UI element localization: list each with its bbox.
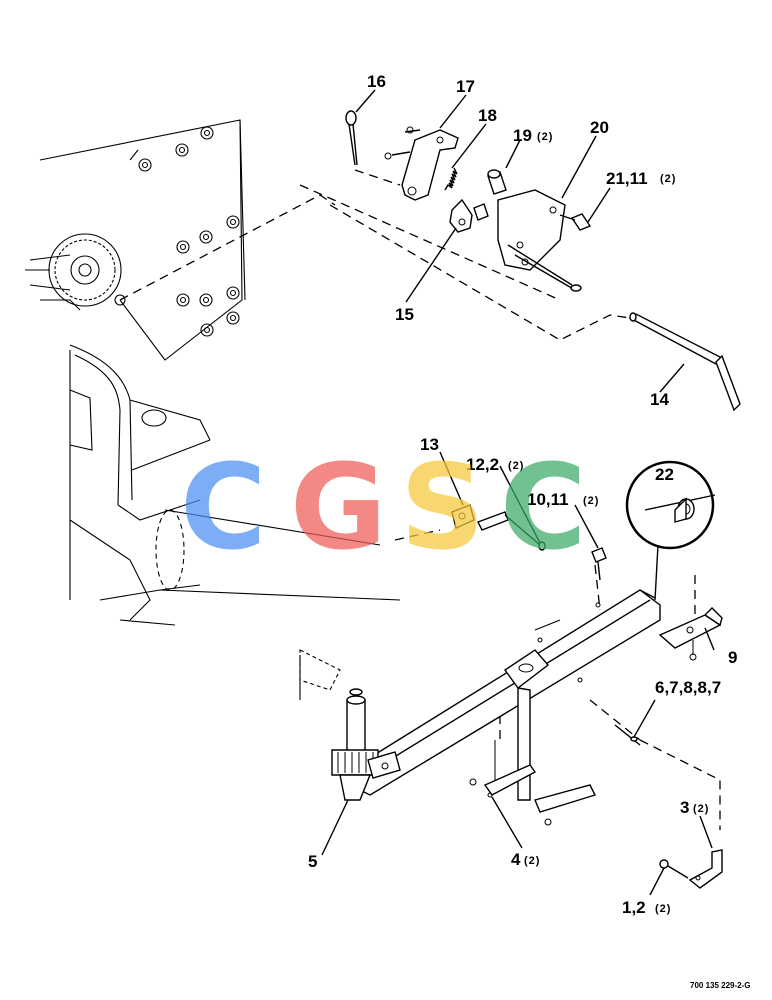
callout-12-2-qty: (2) (508, 460, 524, 472)
watermark-letter-c1: C (180, 438, 267, 576)
callout-12-2: 12,2 (466, 455, 499, 474)
callout-1-2-qty: (2) (655, 903, 671, 915)
callout-10-11: 10,11 (527, 490, 569, 509)
bracket-part-4 (469, 764, 596, 826)
callout-1-2: 1,2 (622, 898, 646, 917)
callout-13: 13 (420, 435, 439, 454)
watermark-letter-g: G (290, 438, 387, 576)
watermark-letter-s: S (400, 438, 485, 576)
bolt-part-10 (591, 547, 607, 581)
callout-3-qty: (2) (693, 803, 709, 815)
callout-21-11-qty: (2) (660, 173, 676, 185)
machine-frame-panel (39, 119, 246, 361)
callout-5: 5 (308, 852, 317, 871)
callout-10-11-qty: (2) (583, 495, 599, 507)
callout-labels: 16 17 18 19 (2) 20 21,11 (2) 15 14 13 12… (308, 72, 751, 990)
callout-18: 18 (478, 106, 497, 125)
callout-15: 15 (395, 305, 414, 324)
watermark-letter-c2: C (500, 438, 587, 576)
bolt-part-21 (559, 213, 592, 231)
mounting-plate-part-20 (497, 189, 582, 292)
pin-part-6 (614, 724, 641, 746)
arm-assembly-part-5 (331, 589, 661, 801)
callout-9: 9 (728, 648, 737, 667)
callout-16: 16 (367, 72, 386, 91)
pin-part-12 (477, 511, 546, 551)
callout-14: 14 (650, 390, 669, 409)
callout-20: 20 (590, 118, 609, 137)
bracket-part-3 (688, 849, 723, 889)
callout-6-7-8-8-7: 6,7,8,8,7 (655, 678, 721, 697)
callout-19-qty: (2) (537, 131, 553, 143)
spring-part-18 (444, 167, 458, 191)
bracket-part-9 (658, 607, 723, 661)
sprocket-gear (25, 233, 126, 311)
bolt-part-1 (659, 859, 689, 879)
callout-21-11: 21,11 (606, 169, 648, 188)
callout-3: 3 (680, 798, 689, 817)
rod-part-14 (628, 312, 741, 412)
plate-part-15 (449, 198, 473, 233)
detail-circle-part-22 (625, 460, 716, 601)
lever-bracket-part-17 (384, 126, 459, 201)
callout-22: 22 (655, 465, 674, 484)
figure-number: 700 135 229-2-G (690, 981, 751, 990)
callout-4: 4 (511, 850, 521, 869)
callout-17: 17 (456, 77, 475, 96)
bushing-part-19 (473, 169, 507, 221)
callout-4-qty: (2) (524, 855, 540, 867)
callout-19: 19 (513, 126, 532, 145)
cotter-pin-part-16 (345, 110, 358, 166)
clip-part-13 (451, 504, 475, 529)
machine-frame-lower (69, 344, 401, 700)
cgsc-watermark: C G S C (180, 438, 587, 576)
leader-lines (321, 89, 715, 896)
